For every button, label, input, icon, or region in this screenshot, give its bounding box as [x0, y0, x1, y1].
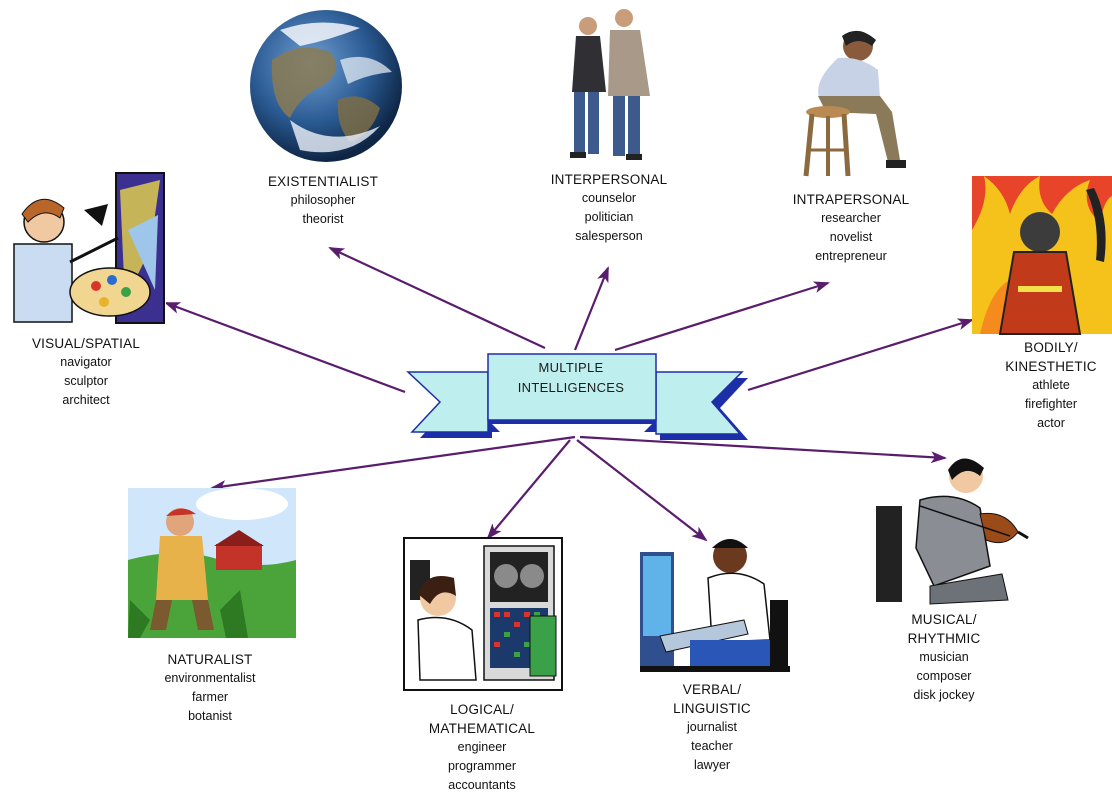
node-example: composer: [916, 669, 972, 683]
node-title-line2: RHYTHMIC: [907, 631, 981, 646]
node-intrapersonal: INTRAPERSONAL researcher novelist entrep…: [764, 190, 938, 266]
node-example: journalist: [686, 720, 738, 734]
node-example: musician: [919, 650, 969, 664]
arrows: [164, 247, 974, 542]
arrow-to-naturalist: [210, 435, 576, 492]
node-title-line2: MATHEMATICAL: [428, 721, 536, 736]
node-example: engineer: [457, 740, 507, 754]
couple-icon: [570, 9, 650, 160]
arrow-to-existentialist: [328, 247, 546, 349]
thinker-icon: [803, 30, 906, 177]
node-musical-rhythmic: MUSICAL/ RHYTHMIC musician composer disk…: [856, 610, 1032, 705]
node-title: VISUAL/SPATIAL: [31, 336, 141, 351]
center-title: MULTIPLE INTELLIGENCES: [486, 358, 656, 398]
node-title: MUSICAL/: [911, 612, 977, 627]
computer-operator-icon: [403, 537, 563, 691]
node-verbal-linguistic: VERBAL/ LINGUISTIC journalist teacher la…: [624, 680, 800, 775]
node-example: counselor: [581, 191, 637, 205]
node-example: novelist: [829, 230, 873, 244]
node-example: programmer: [447, 759, 517, 773]
earth-globe-icon: [250, 10, 402, 162]
arrow-to-bodily-kinesthetic: [747, 318, 974, 392]
node-title: EXISTENTIALIST: [267, 174, 379, 189]
node-bodily-kinesthetic: BODILY/ KINESTHETIC athlete firefighter …: [990, 338, 1112, 433]
node-example: entrepreneur: [815, 249, 887, 263]
node-example: farmer: [191, 690, 229, 704]
arrow-to-visual-spatial: [164, 301, 406, 394]
node-example: accountants: [448, 778, 516, 792]
node-example: philosopher: [290, 193, 356, 207]
center-title-line1: MULTIPLE: [538, 360, 604, 375]
node-visual-spatial: VISUAL/SPATIAL navigator sculptor archit…: [4, 334, 168, 410]
node-example: sculptor: [64, 374, 108, 388]
node-existentialist: EXISTENTIALIST philosopher theorist: [236, 172, 410, 229]
farmer-icon: [128, 488, 296, 638]
node-title-line2: KINESTHETIC: [1005, 359, 1097, 374]
center-title-line2: INTELLIGENCES: [517, 380, 625, 395]
arrow-to-verbal-linguistic: [576, 439, 708, 542]
firefighter-icon: [972, 176, 1112, 335]
arrow-to-musical-rhythmic: [579, 435, 947, 464]
node-example: navigator: [60, 355, 112, 369]
node-naturalist: NATURALIST environmentalist farmer botan…: [120, 650, 300, 726]
node-title: NATURALIST: [167, 652, 253, 667]
node-example: politician: [584, 210, 634, 224]
node-example: environmentalist: [164, 671, 256, 685]
node-example: teacher: [691, 739, 733, 753]
node-title: LOGICAL/: [450, 702, 514, 717]
node-logical-mathematical: LOGICAL/ MATHEMATICAL engineer programme…: [392, 700, 572, 795]
arrow-to-logical-mathematical: [486, 439, 571, 540]
violinist-icon: [876, 458, 1029, 605]
node-title: BODILY/: [1024, 340, 1078, 355]
node-example: researcher: [821, 211, 881, 225]
node-title: VERBAL/: [682, 682, 742, 697]
writer-at-computer-icon: [640, 539, 790, 672]
node-example: firefighter: [1024, 397, 1078, 411]
arrow-to-interpersonal: [573, 266, 610, 351]
node-title: INTERPERSONAL: [550, 172, 668, 187]
node-example: disk jockey: [913, 688, 975, 702]
painter-icon: [10, 172, 166, 324]
node-example: lawyer: [693, 758, 731, 772]
arrow-to-intrapersonal: [614, 281, 830, 352]
node-example: theorist: [302, 212, 344, 226]
center-banner: [406, 353, 748, 440]
node-example: actor: [1037, 416, 1065, 430]
node-interpersonal: INTERPERSONAL counselor politician sales…: [522, 170, 696, 246]
node-example: botanist: [188, 709, 232, 723]
node-title-line2: LINGUISTIC: [673, 701, 751, 716]
node-title: INTRAPERSONAL: [792, 192, 910, 207]
node-example: athlete: [1032, 378, 1070, 392]
node-example: salesperson: [575, 229, 643, 243]
node-example: architect: [62, 393, 110, 407]
